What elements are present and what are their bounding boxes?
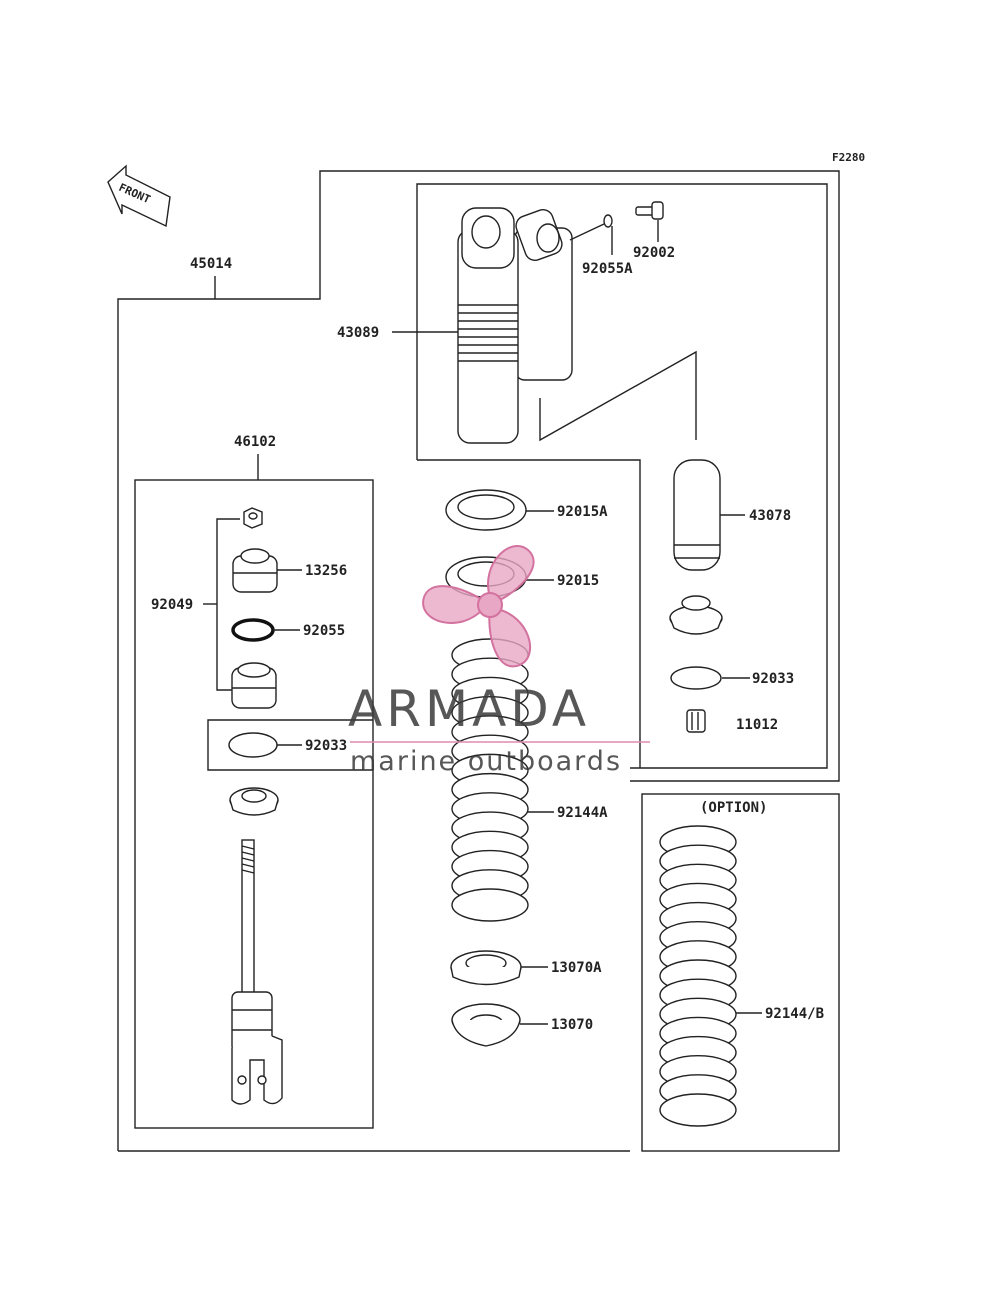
front-arrow-icon: FRONT xyxy=(107,164,171,228)
spring-coil xyxy=(451,888,529,922)
diagram-code: F2280 xyxy=(832,151,865,164)
shock-rod-icon xyxy=(231,839,283,1105)
oring-92055A-icon xyxy=(603,214,613,228)
propeller-hub xyxy=(477,592,503,618)
circlip-92033-left-icon xyxy=(228,732,278,758)
oring-92055-icon xyxy=(231,618,275,642)
circlip-box-92033-left xyxy=(207,719,373,771)
reservoir-cap xyxy=(669,595,723,635)
spring-seat-13070A-icon xyxy=(450,950,522,986)
part-label-13256: 13256 xyxy=(305,563,347,579)
spring-seat-13070-icon xyxy=(451,1003,521,1047)
leader-92055A-a xyxy=(569,223,605,241)
piston-13256-icon xyxy=(232,548,278,593)
spring-coil xyxy=(659,1093,737,1127)
piston-lower-icon xyxy=(231,662,277,709)
reservoir-43078 xyxy=(673,459,721,571)
circlip-92033-right-icon xyxy=(670,666,722,690)
spring-92144A-icon xyxy=(451,638,529,922)
part-label-92033-left: 92033 xyxy=(305,738,347,754)
part-label-92015A: 92015A xyxy=(557,504,608,520)
washer-92015A-icon xyxy=(445,489,527,531)
part-label-13070: 13070 xyxy=(551,1017,593,1033)
armada-watermark: ARMADA marine outboards xyxy=(348,545,650,777)
part-label-92033-right: 92033 xyxy=(752,671,794,687)
seal-icon xyxy=(229,787,279,816)
shock-body-43089 xyxy=(457,207,573,444)
option-label: (OPTION) xyxy=(700,800,767,816)
valve-11012-icon xyxy=(686,709,706,733)
propeller-logo-icon xyxy=(422,545,535,668)
part-label-43078: 43078 xyxy=(749,508,791,524)
reservoir-hose xyxy=(539,350,697,442)
part-label-43089: 43089 xyxy=(337,325,379,341)
part-label-46102: 46102 xyxy=(234,434,276,450)
part-label-92055A: 92055A xyxy=(582,261,633,277)
bracket-92049 xyxy=(216,518,240,691)
nut-icon xyxy=(243,507,263,529)
bolt-92002-icon xyxy=(635,201,664,220)
part-label-92055: 92055 xyxy=(303,623,345,639)
spring-92144B-icon xyxy=(659,825,737,1127)
part-label-13070A: 13070A xyxy=(551,960,602,976)
assembly-frame-45014 xyxy=(117,170,840,1151)
option-frame xyxy=(641,793,840,1152)
part-label-45014: 45014 xyxy=(190,256,232,272)
subassembly-frame-46102 xyxy=(134,479,374,1129)
watermark-tagline: marine outboards xyxy=(350,746,622,777)
part-label-92144A: 92144A xyxy=(557,805,608,821)
part-label-92144B: 92144/B xyxy=(765,1006,824,1022)
subassembly-frame-43089 xyxy=(416,183,828,769)
part-label-92049: 92049 xyxy=(151,597,193,613)
watermark-brand: ARMADA xyxy=(348,680,590,738)
part-label-92015: 92015 xyxy=(557,573,599,589)
part-label-92002: 92002 xyxy=(633,245,675,261)
part-label-11012: 11012 xyxy=(736,717,778,733)
